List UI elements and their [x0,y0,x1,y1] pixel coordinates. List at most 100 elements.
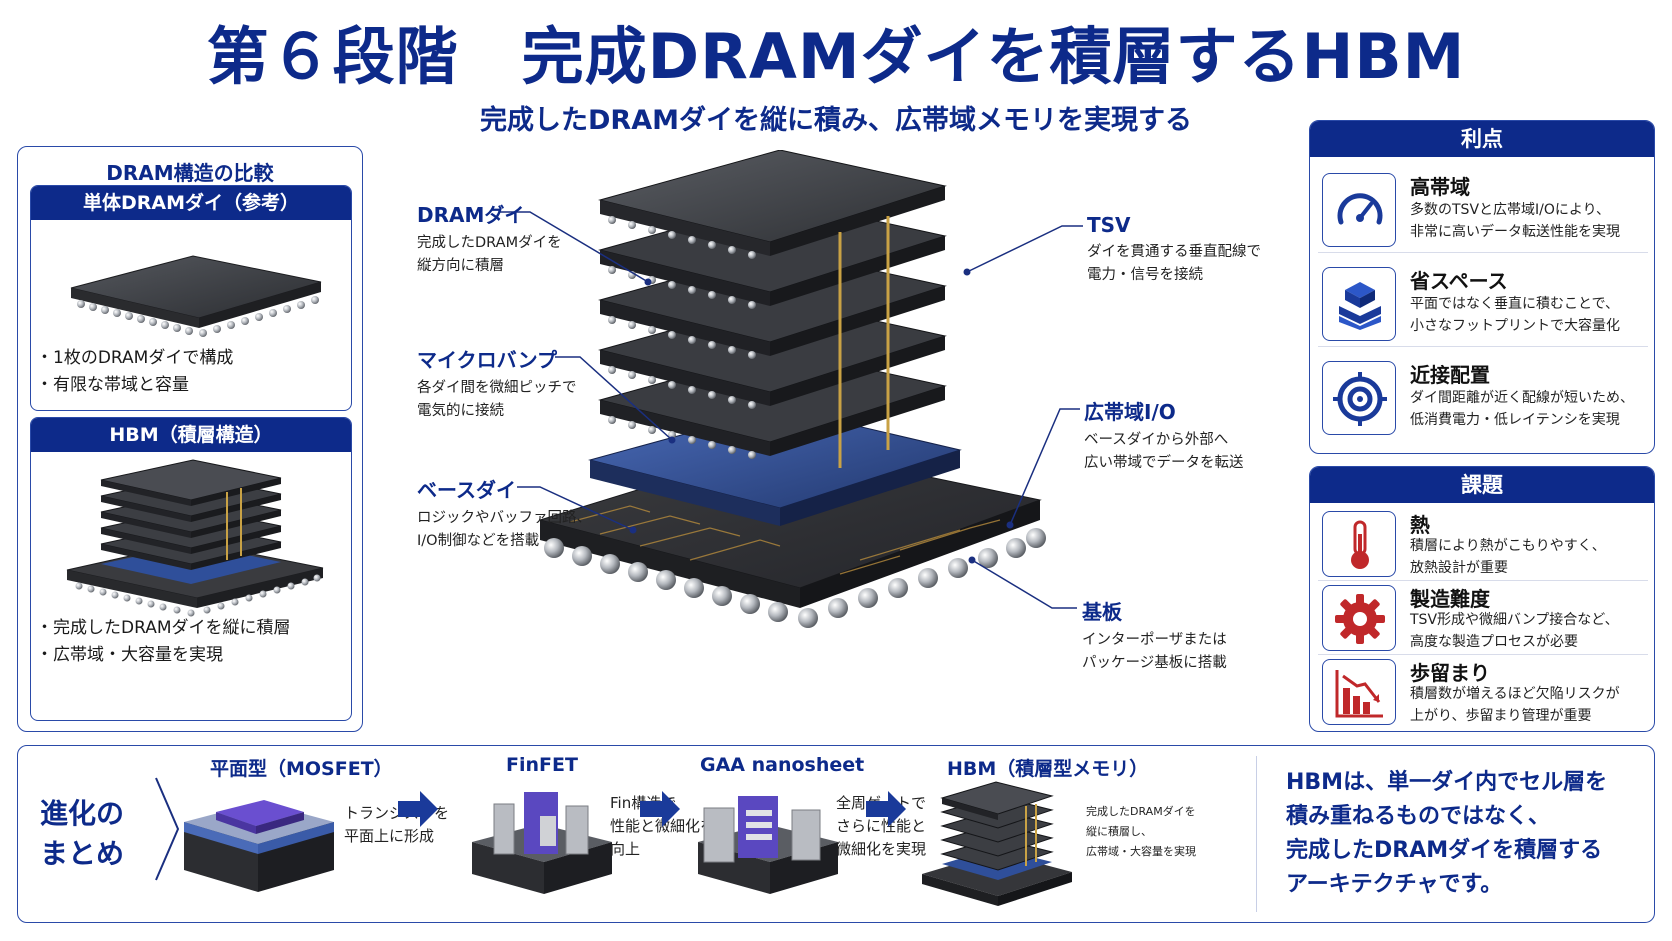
stage-desc-line: 広帯域・大容量を実現 [1086,845,1196,858]
callout-base-die: ベースダイ ロジックやバッファ回路、 I/O制御などを搭載 [417,474,591,553]
single-dram-box: 単体DRAMダイ（参考） [30,185,352,411]
callout-substrate: 基板 インターポーザまたは パッケージ基板に搭載 [1082,596,1227,675]
comparison-title: DRAM構造の比較 [106,161,274,185]
speedometer-icon [1322,173,1396,247]
hbm-3d-illustration [540,150,1046,628]
stage-desc-line: 平面上に形成 [344,827,435,845]
stage-desc-line: さらに性能と [836,817,927,835]
conclusion-line: アーキテクチャです。 [1286,872,1503,897]
conclusion-line: 積み重ねるものではなく、 [1286,804,1551,829]
page-title: 第６段階 完成DRAMダイを積層するHBM [206,20,1466,93]
callout-dram-die-title: DRAMダイ [417,203,525,227]
callout-base-die-desc-2: I/O制御などを搭載 [417,533,540,549]
advantage-desc-line: ダイ間距離が近く配線が短いため、 [1410,390,1634,406]
arrow-right-icon [640,791,680,827]
challenge-title: 製造難度 [1410,587,1490,611]
stage-desc-line: 向上 [610,840,641,858]
advantages-panel: 利点 高帯域 多数のTSVと広帯域I/Oにより、 非常に高いデータ転送性能を実現… [1309,120,1655,454]
callout-dram-die-desc-1: 完成したDRAMダイを [417,235,562,251]
evolution-label-line: 進化の [40,797,125,830]
challenge-desc-line: 放熱設計が重要 [1410,560,1508,576]
finfet-illustration [472,792,612,894]
callout-substrate-desc-2: パッケージ基板に搭載 [1082,655,1227,671]
challenge-desc-line: 高度な製造プロセスが必要 [1410,634,1578,650]
evolution-summary: 進化の まとめ 平面型（MOSFET） トランジスタを 平面上に形成 FinFE… [17,745,1655,923]
callout-substrate-title: 基板 [1082,600,1122,624]
conclusion-text: HBMは、単一ダイ内でセル層を 積み重ねるものではなく、 完成したDRAMダイを… [1286,766,1607,902]
challenge-title: 熱 [1410,513,1430,537]
callout-dram-die: DRAMダイ 完成したDRAMダイを 縦方向に積層 [417,199,562,278]
callout-tsv-title: TSV [1087,213,1131,237]
callout-substrate-desc-1: インターポーザまたは [1082,632,1227,648]
single-bullet-1: 1枚のDRAMダイで構成 [36,345,233,372]
advantage-item: 近接配置 ダイ間距離が近く配線が短いため、 低消費電力・低レイテンシを実現 [1318,353,1648,441]
page-subtitle: 完成したDRAMダイを縦に積み、広帯域メモリを実現する [480,105,1192,136]
callout-micro-bump-desc-1: 各ダイ間を微細ピッチで [417,380,577,396]
callout-wide-io-desc-1: ベースダイから外部へ [1084,432,1229,448]
single-bullet-2: 有限な帯域と容量 [36,372,233,399]
stage-desc-gaa: 全周ゲートで さらに性能と 微細化を実現 [836,792,926,861]
planar-mosfet-illustration [184,800,334,892]
stage-title-finfet: FinFET [506,754,578,776]
advantage-desc-line: 多数のTSVと広帯域I/Oにより、 [1410,202,1611,218]
stage-title-gaa: GAA nanosheet [700,754,865,776]
thermometer-icon [1322,511,1396,577]
challenge-desc-line: 積層数が増えるほど欠陥リスクが [1410,686,1620,702]
stage-desc-line: 微細化を実現 [836,840,927,858]
stage-title-hbm: HBM（積層型メモリ） [947,758,1149,780]
challenges-header: 課題 [1310,467,1654,503]
advantage-title: 省スペース [1410,269,1508,293]
challenge-title: 歩留まり [1410,661,1490,685]
hbm-bullets: 完成したDRAMダイを縦に積層 広帯域・大容量を実現 [36,615,291,669]
callout-micro-bump-desc-2: 電気的に接続 [417,403,504,419]
callout-tsv-desc-2: 電力・信号を接続 [1087,267,1203,283]
declining-chart-icon [1322,659,1396,725]
advantage-item: 高帯域 多数のTSVと広帯域I/Oにより、 非常に高いデータ転送性能を実現 [1318,165,1648,253]
single-dram-header: 単体DRAMダイ（参考） [31,186,351,220]
callout-wide-io-title: 広帯域I/O [1084,400,1176,424]
challenge-desc-line: TSV形成や微細バンプ接合など、 [1410,612,1619,628]
callout-dram-die-desc-2: 縦方向に積層 [417,258,504,274]
challenge-item: 製造難度 TSV形成や微細バンプ接合など、 高度な製造プロセスが必要 [1318,581,1648,655]
callout-wide-io: 広帯域I/O ベースダイから外部へ 広い帯域でデータを転送 [1084,396,1244,475]
hbm-box: HBM（積層構造） [30,417,352,721]
callout-micro-bump-title: マイクロバンプ [417,348,557,372]
advantage-item: 省スペース 平面ではなく垂直に積むことで、 小さなフットプリントで大容量化 [1318,259,1648,347]
hbm-bullet-1: 完成したDRAMダイを縦に積層 [36,615,291,642]
conclusion-line: HBMは、単一ダイ内でセル層を [1286,770,1608,795]
advantage-desc-line: 平面ではなく垂直に積むことで、 [1410,296,1620,312]
chevron-right-icon [155,777,180,881]
gaa-nanosheet-illustration [698,796,838,894]
advantage-title: 近接配置 [1410,363,1490,387]
target-icon [1322,361,1396,435]
advantage-desc-line: 非常に高いデータ転送性能を実現 [1410,224,1620,240]
summary-divider [1256,756,1257,912]
evolution-label: 進化の まとめ [40,794,124,874]
advantage-desc-line: 低消費電力・低レイテンシを実現 [1410,412,1620,428]
challenge-desc-line: 上がり、歩留まり管理が重要 [1410,708,1592,724]
advantages-header: 利点 [1310,121,1654,157]
gear-icon [1322,585,1396,651]
stacked-cubes-icon [1322,267,1396,341]
stage-title-planar: 平面型（MOSFET） [210,758,393,780]
hbm-small-illustration [922,781,1072,906]
advantage-title: 高帯域 [1410,175,1470,199]
challenge-desc-line: 積層により熱がこもりやすく、 [1410,538,1606,554]
arrow-right-icon [398,791,438,827]
advantage-desc-line: 小さなフットプリントで大容量化 [1410,318,1620,334]
callout-wide-io-desc-2: 広い帯域でデータを転送 [1084,455,1244,471]
callout-base-die-desc-1: ロジックやバッファ回路、 [417,510,591,526]
stage-desc-line: 縦に積層し、 [1086,825,1152,838]
callout-tsv: TSV ダイを貫通する垂直配線で 電力・信号を接続 [1087,213,1261,287]
hbm-header: HBM（積層構造） [31,418,351,452]
stage-desc-line: 完成したDRAMダイを [1086,805,1196,818]
challenge-item: 熱 積層により熱がこもりやすく、 放熱設計が重要 [1318,507,1648,581]
arrow-right-icon [866,791,906,827]
single-dram-die-illustration [70,255,322,337]
callout-base-die-title: ベースダイ [417,478,516,502]
challenge-item: 歩留まり 積層数が増えるほど欠陥リスクが 上がり、歩留まり管理が重要 [1318,655,1648,729]
callout-micro-bump: マイクロバンプ 各ダイ間を微細ピッチで 電気的に接続 [417,344,577,423]
hbm-stack-illustration [66,459,324,617]
challenges-panel: 課題 熱 積層により熱がこもりやすく、 放熱設計が重要 製造難度 TSV形成や微… [1309,466,1655,732]
